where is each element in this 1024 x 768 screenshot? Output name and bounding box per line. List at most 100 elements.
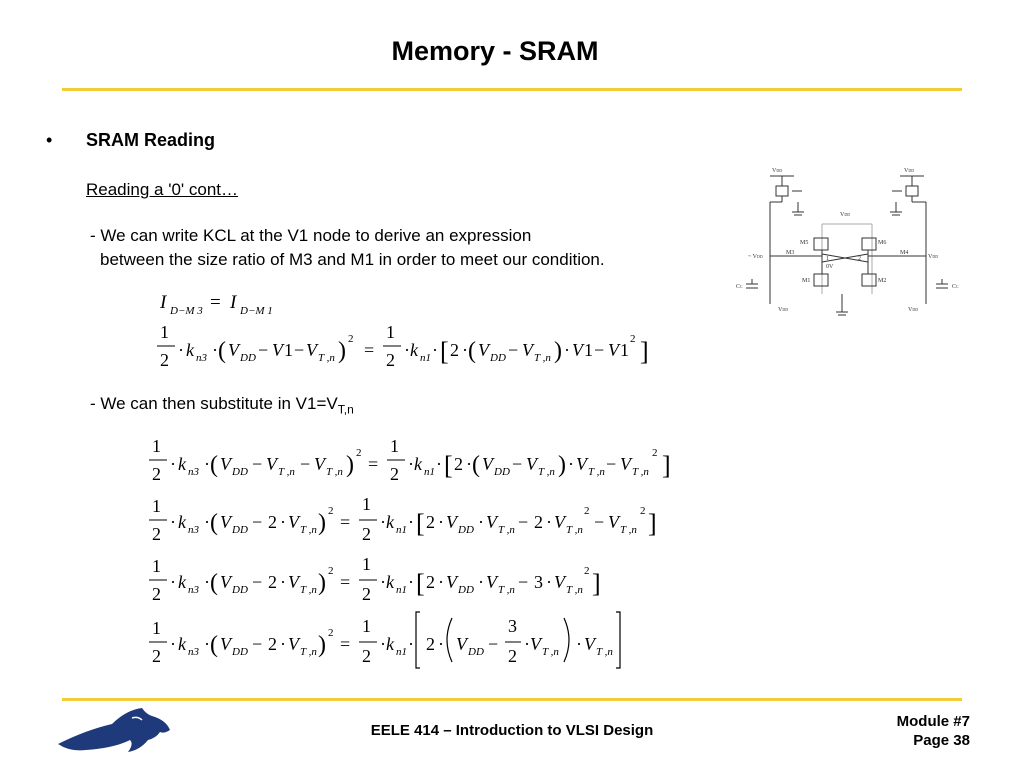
svg-text:=: =: [340, 572, 350, 592]
svg-text:1: 1: [284, 340, 293, 360]
svg-text:1: 1: [584, 340, 593, 360]
svg-text:T ,n: T ,n: [538, 466, 555, 478]
svg-text:1: 1: [390, 436, 399, 456]
svg-text:2: 2: [630, 333, 636, 345]
svg-text:(: (: [472, 452, 480, 478]
svg-text:k: k: [386, 572, 395, 592]
svg-text:[: [: [444, 451, 453, 480]
svg-text:): ): [338, 338, 346, 364]
svg-text:V: V: [486, 512, 499, 532]
svg-text:−: −: [594, 340, 604, 360]
svg-text:·: ·: [170, 572, 176, 592]
svg-text:−: −: [594, 512, 604, 532]
svg-text:2: 2: [328, 627, 334, 639]
svg-text:): ): [346, 452, 354, 478]
svg-text:1: 1: [152, 496, 161, 516]
svg-text:DD: DD: [231, 466, 248, 478]
svg-text:n3: n3: [196, 352, 208, 364]
svg-text:1: 1: [362, 616, 371, 636]
svg-text:2: 2: [640, 505, 646, 517]
substitute-subscript: T,n: [337, 402, 354, 417]
vdd-label-bottom-right: VDD: [908, 307, 918, 313]
svg-text:−: −: [508, 340, 518, 360]
svg-text:−: −: [252, 454, 262, 474]
svg-text:V: V: [486, 572, 499, 592]
svg-text:2: 2: [152, 584, 161, 604]
svg-text:1: 1: [152, 556, 161, 576]
svg-text:·: ·: [438, 634, 444, 654]
svg-text:V: V: [554, 512, 567, 532]
vdd-label-right: VDD: [904, 168, 914, 174]
svg-text:V: V: [522, 340, 535, 360]
svg-text:2: 2: [152, 646, 161, 666]
svg-text:=: =: [340, 512, 350, 532]
svg-text:−: −: [252, 572, 262, 592]
svg-text:2: 2: [152, 524, 161, 544]
text-line-kcl-2: between the size ratio of M3 and M1 in o…: [100, 250, 605, 269]
svg-text:V: V: [554, 572, 567, 592]
svg-text:(: (: [210, 632, 218, 658]
section-heading: SRAM Reading: [86, 130, 216, 150]
svg-text:[: [: [416, 509, 425, 538]
svg-text:−: −: [252, 512, 262, 532]
svg-text:·: ·: [408, 572, 414, 592]
svg-text:·: ·: [380, 572, 386, 592]
vdd-label-cell: VDD: [840, 212, 850, 218]
svg-text:n3: n3: [188, 524, 200, 536]
substitute-text: - We can then substitute in V1=V: [90, 394, 338, 413]
svg-text:V: V: [288, 634, 301, 654]
svg-text:·: ·: [170, 512, 176, 532]
svg-text:n1: n1: [420, 352, 431, 364]
svg-text:−: −: [300, 454, 310, 474]
svg-text:1: 1: [152, 436, 161, 456]
svg-text:·: ·: [178, 340, 184, 360]
svg-text:T ,n: T ,n: [566, 524, 583, 536]
svg-text:2: 2: [328, 565, 334, 577]
svg-text:·: ·: [204, 512, 210, 532]
svg-text:V: V: [314, 454, 327, 474]
footer-page-number: Page 38: [913, 732, 970, 749]
svg-text:=: =: [368, 454, 378, 474]
svg-text:]: ]: [640, 337, 649, 366]
svg-text:2: 2: [390, 464, 399, 484]
cap-left-label: CC: [736, 284, 743, 290]
svg-text:T ,n: T ,n: [300, 584, 317, 596]
svg-text:·: ·: [524, 634, 530, 654]
svg-text:V: V: [220, 572, 233, 592]
svg-text:V: V: [446, 512, 459, 532]
svg-text:2: 2: [454, 454, 463, 474]
svg-text:·: ·: [432, 340, 438, 360]
svg-text:·: ·: [438, 572, 444, 592]
svg-text:T ,n: T ,n: [542, 646, 559, 658]
svg-text:2: 2: [534, 512, 543, 532]
svg-text:n1: n1: [396, 646, 407, 658]
svg-text:DD: DD: [493, 466, 510, 478]
svg-text:·: ·: [280, 634, 286, 654]
svg-text:2: 2: [160, 350, 169, 370]
svg-text:]: ]: [648, 509, 657, 538]
svg-text:·: ·: [436, 454, 442, 474]
svg-text:V: V: [478, 340, 491, 360]
svg-text:DD: DD: [231, 646, 248, 658]
svg-text:V: V: [584, 634, 597, 654]
svg-text:·: ·: [546, 512, 552, 532]
svg-text:·: ·: [404, 340, 410, 360]
svg-text:·: ·: [478, 572, 484, 592]
svg-text:): ): [318, 632, 326, 658]
svg-text:n1: n1: [396, 524, 407, 536]
sram-cell-circuit-diagram: VDD VDD VDD M5 M6 M3 M4 M1 M2 1 2 0V ~ V…: [736, 168, 959, 316]
svg-text:V: V: [608, 340, 621, 360]
svg-text:(: (: [468, 338, 476, 364]
svg-text:T ,n: T ,n: [566, 584, 583, 596]
node-2-label: 2: [858, 256, 861, 262]
bitline-right-label: VDD: [928, 254, 938, 260]
vdd-label-bottom-left: VDD: [778, 307, 788, 313]
svg-text:1: 1: [152, 618, 161, 638]
svg-text:T ,n: T ,n: [300, 646, 317, 658]
svg-text:2: 2: [386, 350, 395, 370]
svg-text:·: ·: [568, 454, 574, 474]
svg-text:k: k: [186, 340, 195, 360]
